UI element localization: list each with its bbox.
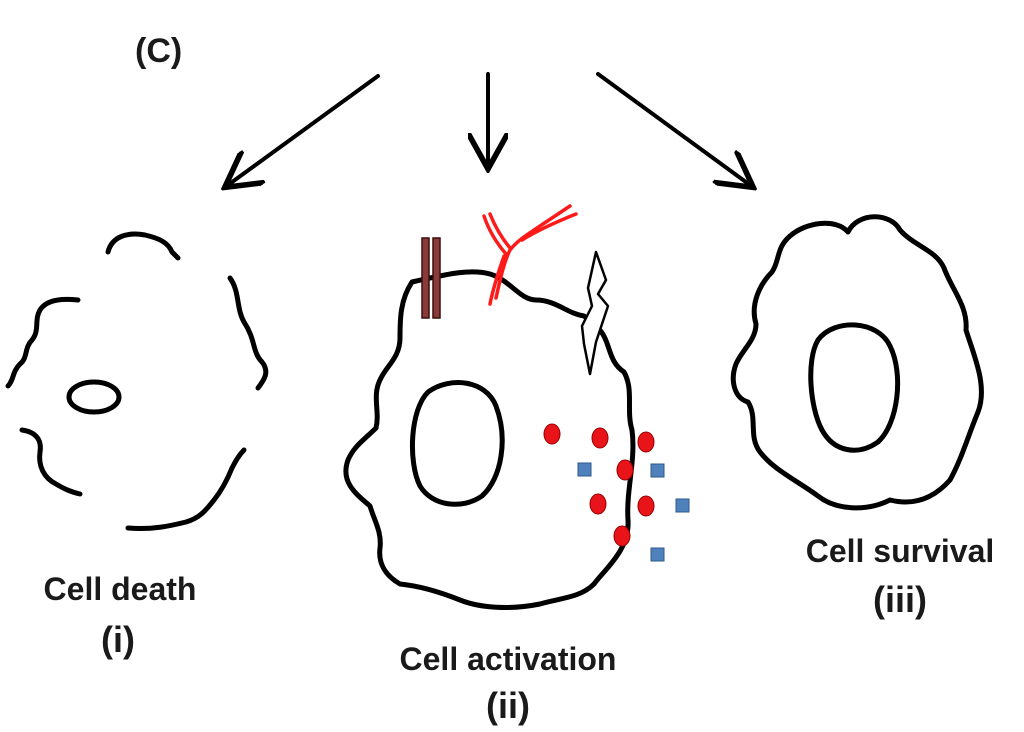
panel-label: (C) (135, 32, 182, 70)
channel-receptor-icon (421, 237, 441, 319)
membrane-fragment (19, 427, 83, 497)
red-granule (591, 427, 609, 449)
antibody-receptor-icon (482, 204, 578, 306)
nucleus (410, 380, 505, 507)
red-granule (543, 423, 561, 445)
red-granules (543, 423, 655, 547)
signal-receptor-icon (580, 250, 610, 376)
label-cell-death: Cell death (44, 571, 197, 607)
surviving-cell-membrane (730, 214, 984, 511)
label-cell-activation: Cell activation (400, 641, 617, 677)
blue-granule (650, 547, 665, 562)
fate-arrows (228, 72, 750, 185)
surviving-cell (730, 214, 984, 511)
arrow-to-survival (596, 72, 750, 185)
red-granule (613, 525, 631, 547)
condensed-nucleus (66, 379, 122, 415)
label-numeral-i: (i) (101, 619, 135, 660)
blue-granule (675, 498, 690, 513)
label-numeral-iii: (iii) (873, 579, 927, 620)
red-granule (589, 493, 607, 515)
activated-cell-membrane (343, 269, 636, 610)
blue-granule (577, 462, 592, 477)
blue-granule (650, 463, 665, 478)
dying-cell (5, 231, 269, 531)
arrow-to-death (228, 74, 380, 185)
red-granule (637, 431, 655, 453)
membrane-fragment (227, 275, 269, 391)
label-cell-survival: Cell survival (806, 533, 995, 569)
nucleus (808, 322, 901, 453)
membrane-fragment (5, 296, 81, 389)
blue-granules (577, 462, 690, 562)
label-numeral-ii: (ii) (486, 685, 530, 726)
activated-cell (343, 204, 690, 610)
membrane-fragment (125, 447, 247, 531)
membrane-fragment (105, 231, 181, 261)
red-granule (616, 459, 634, 481)
red-granule (637, 495, 655, 517)
